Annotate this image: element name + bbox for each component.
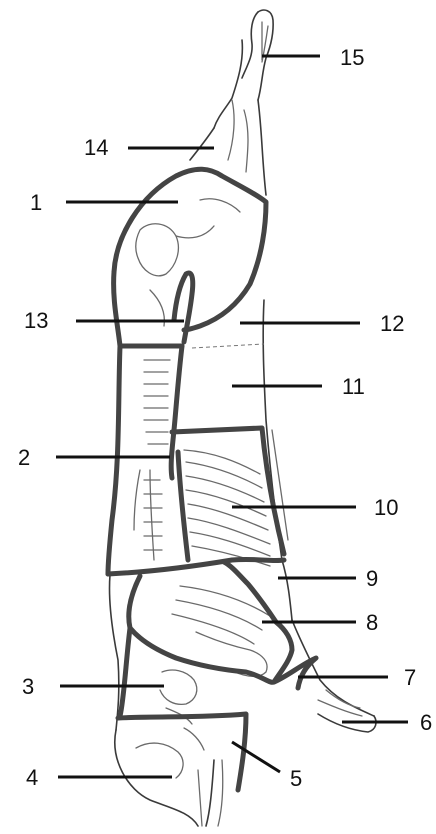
cut-region-5 [118,714,246,790]
cut-region-13 [174,273,193,342]
label-1: 1 [30,190,42,215]
label-13: 13 [24,308,48,333]
label-2: 2 [18,445,30,470]
label-12: 12 [380,311,404,336]
label-6: 6 [420,710,432,735]
cut-region-10-inner [178,452,188,560]
label-15: 15 [340,45,364,70]
label-7: 7 [404,665,416,690]
cut-region-2 [114,272,182,346]
label-11: 11 [342,374,365,399]
carcass-outline [109,10,376,826]
label-9: 9 [366,566,378,591]
divider-11-12 [192,344,264,348]
label-14: 14 [84,135,108,160]
label-4: 4 [26,765,38,790]
cut-labels: 15 14 1 13 12 11 2 10 9 8 7 3 6 4 5 [18,45,432,791]
cut-region-9-line [108,559,284,574]
label-8: 8 [366,610,378,635]
label-3: 3 [22,674,34,699]
cut-region-3 [120,628,130,716]
label-10: 10 [374,495,398,520]
label-5: 5 [290,766,302,791]
cut-region-2-left [108,346,120,574]
